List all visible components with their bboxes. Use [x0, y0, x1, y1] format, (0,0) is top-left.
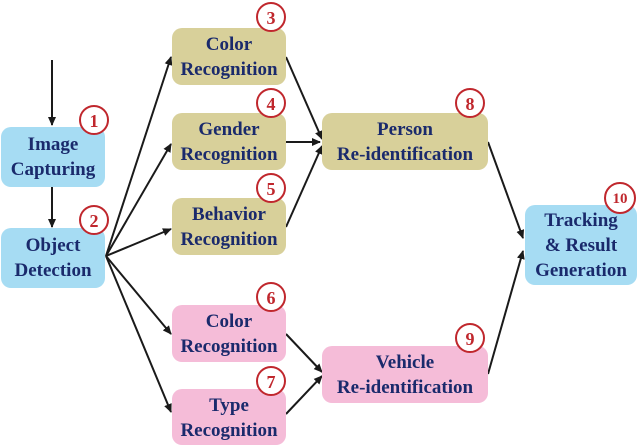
edge-type-to-vehicle-reid	[285, 375, 323, 415]
step-badge-2: 2	[79, 205, 109, 235]
edge-detection-to-vehicle-color	[105, 255, 172, 335]
badge-number: 8	[466, 94, 475, 114]
edges	[48, 56, 525, 415]
node-label-line: Tracking	[544, 210, 618, 231]
node-label-line: Color	[206, 311, 253, 332]
node-label-line: Recognition	[180, 420, 278, 441]
node-box	[1, 127, 105, 187]
badge-number: 9	[466, 329, 475, 349]
step-badge-5: 5	[256, 173, 286, 203]
edge-person-reid-to-tracking	[487, 141, 525, 239]
step-badge-6: 6	[256, 282, 286, 312]
node-vehicle-reidentification: Vehicle Re-identification	[322, 346, 488, 403]
badge-number: 1	[90, 111, 99, 131]
badge-number: 6	[267, 288, 276, 308]
node-label-line: Recognition	[180, 229, 278, 250]
badge-number: 7	[267, 372, 276, 392]
badge-circle	[256, 282, 286, 312]
badge-circle	[79, 105, 109, 135]
badge-circle	[455, 88, 485, 118]
node-label-line: & Result	[545, 235, 618, 256]
badge-circle	[79, 205, 109, 235]
badge-number: 5	[267, 179, 276, 199]
edge-detection-to-gender	[105, 143, 172, 257]
badge-circle	[455, 323, 485, 353]
node-label-line: Type	[209, 395, 249, 416]
node-label-line: Image	[28, 134, 79, 155]
node-box	[172, 28, 286, 85]
node-box	[525, 205, 637, 285]
step-badge-4: 4	[256, 88, 286, 118]
badge-circle	[256, 173, 286, 203]
node-label-line: Generation	[535, 260, 627, 281]
badge-circle	[256, 366, 286, 396]
step-badge-8: 8	[455, 88, 485, 118]
node-person-color-recognition: Color Recognition	[172, 28, 286, 85]
step-badge-10: 10	[604, 182, 636, 214]
node-label-line: Recognition	[180, 59, 278, 80]
badge-circle	[256, 88, 286, 118]
node-gender-recognition: Gender Recognition	[172, 113, 286, 170]
edge-detection-to-type	[105, 255, 172, 413]
node-object-detection: Object Detection	[1, 228, 105, 288]
node-behavior-recognition: Behavior Recognition	[172, 198, 286, 255]
step-badge-3: 3	[256, 2, 286, 32]
node-label-line: Recognition	[180, 336, 278, 357]
node-label-line: Person	[377, 119, 433, 140]
badge-number: 10	[613, 191, 628, 207]
badge-circle	[604, 182, 636, 214]
node-label-line: Object	[26, 235, 82, 256]
node-label-line: Re-identification	[337, 377, 474, 398]
edge-vehicle-color-to-vehicle-reid	[285, 333, 323, 373]
node-label-line: Vehicle	[376, 352, 434, 373]
badges: 1 2 3 4 5 6 7 8	[79, 2, 636, 396]
node-tracking-result-generation: Tracking & Result Generation	[525, 205, 637, 285]
node-image-capturing: Image Capturing	[1, 127, 105, 187]
node-type-recognition: Type Recognition	[172, 389, 286, 445]
node-label-line: Re-identification	[337, 144, 474, 165]
node-label-line: Capturing	[11, 159, 96, 180]
badge-circle	[256, 2, 286, 32]
edge-person-color-to-person-reid	[285, 56, 323, 140]
node-box	[172, 389, 286, 445]
node-box	[172, 198, 286, 255]
edge-detection-to-person-color	[105, 56, 173, 257]
node-person-reidentification: Person Re-identification	[322, 113, 488, 170]
edge-vehicle-reid-to-tracking	[487, 250, 525, 375]
node-box	[172, 113, 286, 170]
step-badge-9: 9	[455, 323, 485, 353]
step-badge-1: 1	[79, 105, 109, 135]
node-label-line: Color	[206, 34, 253, 55]
step-badge-7: 7	[256, 366, 286, 396]
node-box	[172, 305, 286, 362]
node-label-line: Recognition	[180, 144, 278, 165]
node-label-line: Behavior	[192, 204, 266, 225]
node-label-line: Gender	[198, 119, 260, 140]
node-vehicle-color-recognition: Color Recognition	[172, 305, 286, 362]
badge-number: 4	[267, 94, 276, 114]
node-label-line: Detection	[14, 260, 91, 281]
edge-behavior-to-person-reid	[285, 145, 323, 228]
badge-number: 2	[90, 211, 99, 231]
badge-number: 3	[267, 8, 276, 28]
node-box	[1, 228, 105, 288]
node-box	[322, 346, 488, 403]
node-box	[322, 113, 488, 170]
edge-detection-to-behavior	[105, 228, 172, 257]
